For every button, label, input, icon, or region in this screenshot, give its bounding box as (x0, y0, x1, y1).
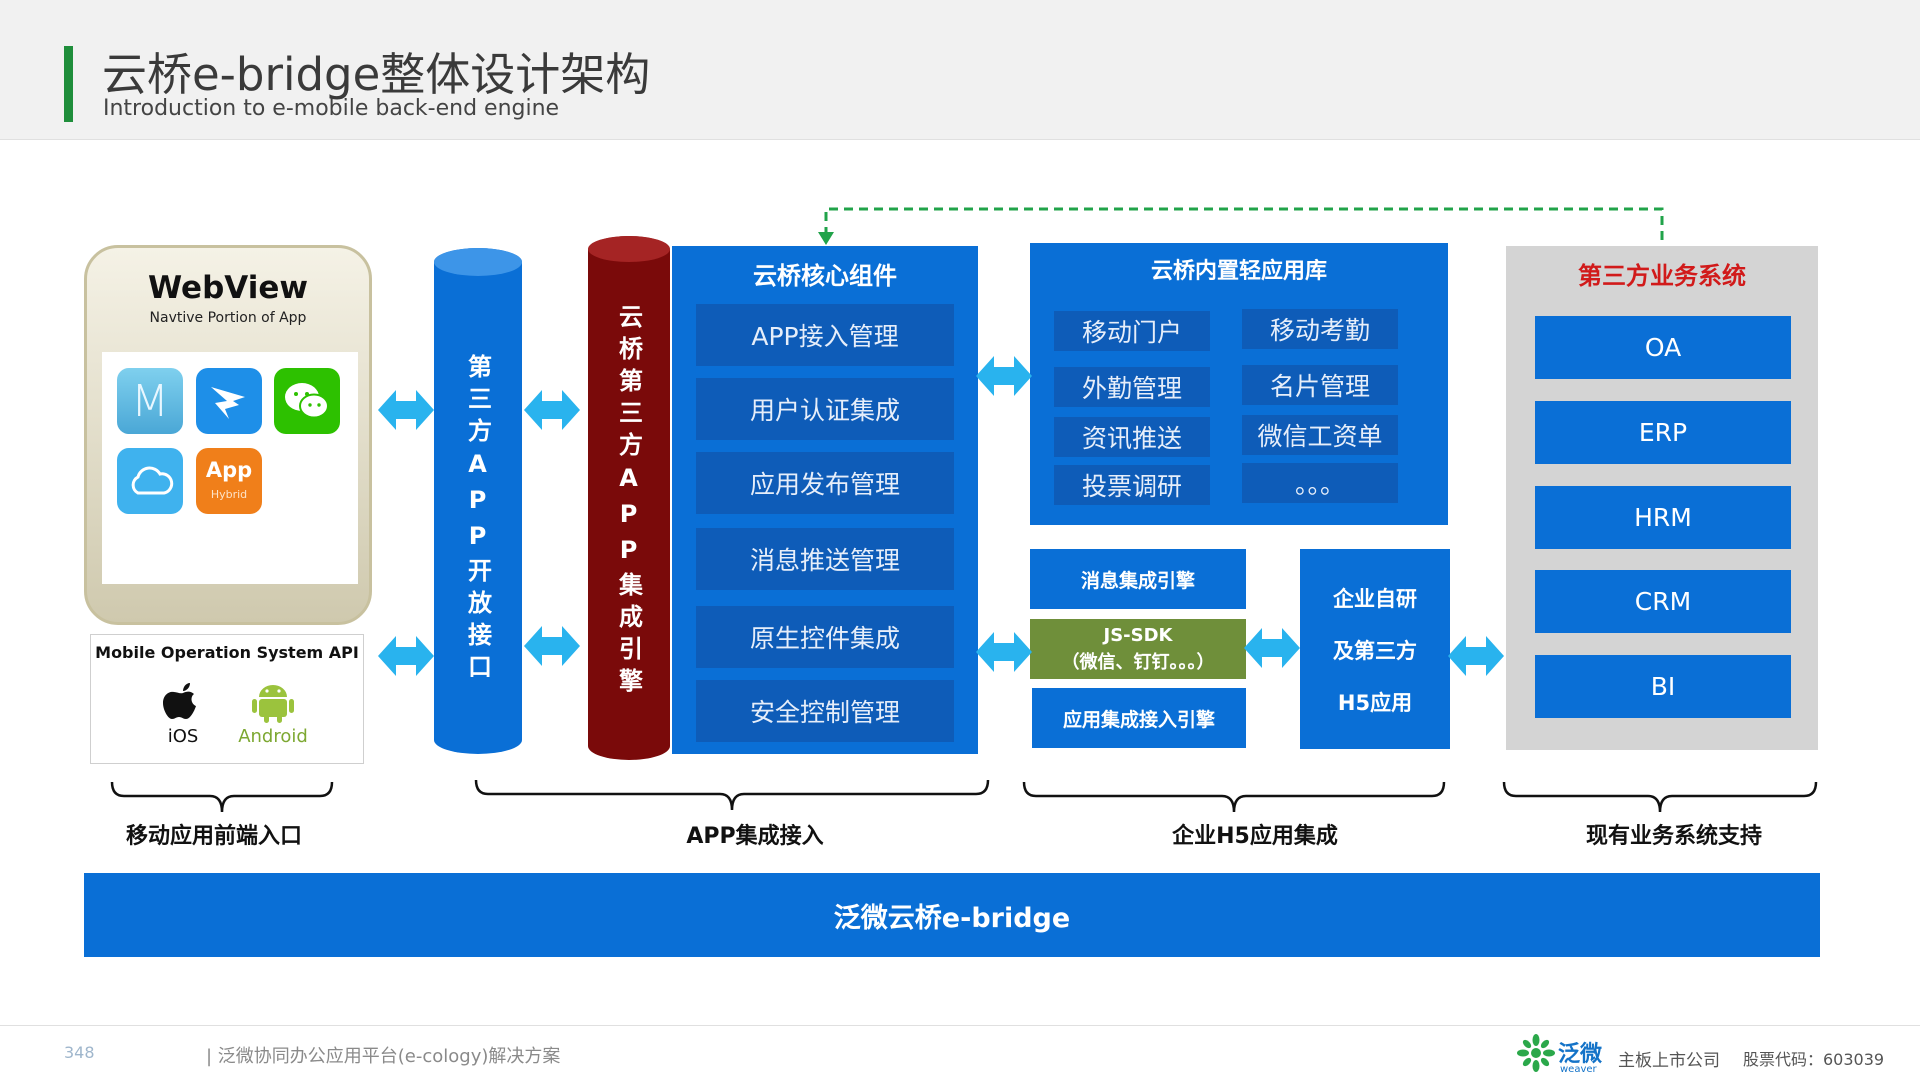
h5-line-3: H5应用 (1337, 691, 1413, 715)
double-arrow-openapi-engine (524, 390, 580, 430)
brace-app-integration (474, 779, 990, 811)
page-number: 348 (64, 1043, 95, 1062)
android-icon (252, 685, 294, 723)
m-app-icon[interactable]: M (117, 368, 183, 434)
brace-h5 (1022, 781, 1446, 813)
cloud-icon[interactable] (117, 448, 183, 514)
dingtalk-icon[interactable] (196, 368, 262, 434)
integration-engine-pillar-top (588, 236, 670, 262)
h5-line-1: 企业自研 (1333, 587, 1417, 611)
page-title: 云桥e-bridge整体设计架构 (102, 48, 651, 101)
core-item-user-auth[interactable]: 用户认证集成 (696, 378, 954, 440)
double-arrow-h5-thirdparty (1448, 636, 1504, 676)
ebridge-platform-label: 泛微云桥e-bridge (833, 902, 1071, 934)
message-engine[interactable]: 消息集成引擎 (1030, 549, 1246, 609)
header-band (0, 0, 1920, 140)
system-oa[interactable]: OA (1535, 316, 1791, 379)
webview-subtitle: Navtive Portion of App (149, 310, 307, 326)
webview-panel: WebView Navtive Portion of App M App Hyb… (84, 245, 372, 625)
weaver-logo-sub: weaver (1560, 1064, 1597, 1075)
builtin-vote-survey[interactable]: 投票调研 (1054, 465, 1210, 505)
double-arrow-engines-h5 (1244, 628, 1300, 668)
dingtalk-wing-glyph (211, 387, 245, 419)
group-label-frontend: 移动应用前端入口 (125, 824, 302, 849)
ios-label: iOS (167, 726, 199, 747)
weaver-logo-icon (1517, 1034, 1555, 1072)
webview-title: WebView (147, 270, 309, 306)
core-item-app-access[interactable]: APP接入管理 (696, 304, 954, 366)
wechat-bubbles-glyph (285, 383, 329, 419)
integration-engine-pillar: 云桥第三方APP集成引擎 (588, 236, 670, 760)
title-accent-bar (64, 46, 73, 122)
builtin-apps-title: 云桥内置轻应用库 (1150, 259, 1327, 284)
stock-code-text: 股票代码：603039 (1743, 1050, 1885, 1069)
dashed-feedback-connector (824, 207, 1664, 240)
brace-frontend (110, 781, 334, 813)
builtin-field-work[interactable]: 外勤管理 (1054, 367, 1210, 407)
core-item-app-publish[interactable]: 应用发布管理 (696, 452, 954, 514)
builtin-payslip[interactable]: 微信工资单 (1242, 415, 1398, 455)
core-item-security[interactable]: 安全控制管理 (696, 680, 954, 742)
core-item-native-controls[interactable]: 原生控件集成 (696, 606, 954, 668)
builtin-mobile-portal[interactable]: 移动门户 (1054, 311, 1210, 351)
double-arrow-mobileos-openapi (378, 636, 434, 676)
open-api-label: 第三方APP开放接口 (463, 354, 492, 686)
dashed-connector-arrowhead (818, 232, 834, 245)
builtin-news-push[interactable]: 资讯推送 (1054, 417, 1210, 457)
ebridge-platform-bar: 泛微云桥e-bridge (84, 873, 1820, 957)
double-arrow-core-engines (976, 632, 1032, 672)
cloud-glyph (131, 466, 174, 495)
jssdk-subtitle: （微信、钉钉。。。） (1061, 652, 1215, 673)
group-label-app-integration: APP集成接入 (686, 824, 824, 849)
app-hybrid-icon[interactable]: App Hybrid (196, 448, 262, 514)
third-party-panel: 第三方业务系统 OA ERP HRM CRM BI (1506, 246, 1818, 750)
system-erp[interactable]: ERP (1535, 401, 1791, 464)
listed-company-text: 主板上市公司 (1618, 1051, 1720, 1071)
android-label: Android (238, 726, 308, 747)
mobile-os-title: Mobile Operation System API (95, 643, 359, 662)
builtin-apps-panel: 云桥内置轻应用库 移动门户 移动考勤 外勤管理 名片管理 资讯推送 微信工资单 … (1030, 243, 1448, 525)
webview-screen: M App Hybrid (102, 352, 358, 584)
double-arrow-openapi-engine-lower (524, 626, 580, 666)
jssdk-title: JS-SDK (1103, 625, 1173, 646)
group-label-h5: 企业H5应用集成 (1172, 824, 1338, 849)
jssdk-engine[interactable]: JS-SDK （微信、钉钉。。。） (1030, 619, 1246, 679)
system-crm[interactable]: CRM (1535, 570, 1791, 633)
double-arrow-core-builtin (976, 356, 1032, 396)
core-item-push[interactable]: 消息推送管理 (696, 528, 954, 590)
app-access-engine[interactable]: 应用集成接入引擎 (1032, 688, 1246, 748)
open-api-pillar-top (434, 248, 522, 276)
core-components-title: 云桥核心组件 (753, 262, 897, 290)
weaver-logo-text: 泛微 (1558, 1042, 1603, 1067)
builtin-attendance[interactable]: 移动考勤 (1242, 309, 1398, 349)
footer-text: | 泛微协同办公应用平台(e-cology)解决方案 (206, 1046, 561, 1067)
third-party-title: 第三方业务系统 (1578, 262, 1746, 290)
h5-line-2: 及第三方 (1333, 639, 1417, 663)
open-api-pillar: 第三方APP开放接口 (434, 248, 522, 754)
builtin-more[interactable]: 。。。 (1242, 463, 1398, 503)
footer-divider (0, 1025, 1920, 1026)
mobile-os-api-panel: Mobile Operation System API iOS Android (90, 634, 364, 764)
group-label-systems: 现有业务系统支持 (1585, 824, 1762, 849)
double-arrow-webview-openapi (378, 390, 434, 430)
system-bi[interactable]: BI (1535, 655, 1791, 718)
system-hrm[interactable]: HRM (1535, 486, 1791, 549)
h5-apps-box[interactable]: 企业自研 及第三方 H5应用 (1300, 549, 1450, 749)
page-subtitle: Introduction to e-mobile back-end engine (103, 96, 560, 121)
apple-icon (163, 683, 196, 719)
builtin-business-card[interactable]: 名片管理 (1242, 365, 1398, 405)
integration-engine-label: 云桥第三方APP集成引擎 (614, 304, 643, 700)
core-components-panel: 云桥核心组件 APP接入管理 用户认证集成 应用发布管理 消息推送管理 原生控件… (672, 246, 978, 754)
brace-systems (1502, 781, 1818, 813)
wechat-icon[interactable] (274, 368, 340, 434)
